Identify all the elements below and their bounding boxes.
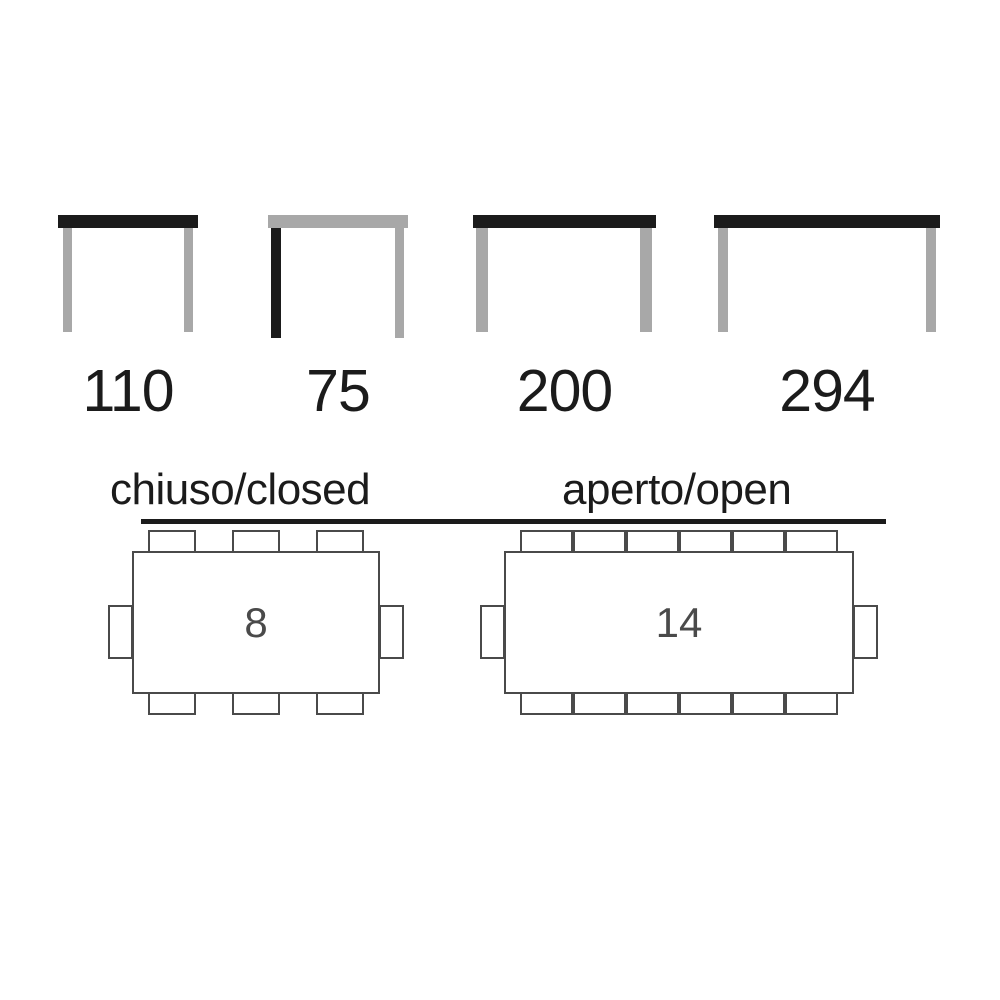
plan-open: 14 [480, 530, 900, 735]
table-icon-200 [473, 215, 656, 352]
seat-bottom-3 [626, 692, 679, 715]
seat-count-open: 14 [655, 599, 703, 646]
table-leg-right [184, 228, 193, 332]
table-leg-right [926, 228, 936, 332]
dimension-item-110: 110 [58, 215, 198, 430]
caption-open: aperto/open [562, 465, 792, 514]
table-surface-closed [132, 551, 380, 694]
seat-top-6 [785, 530, 838, 553]
table-icon-110 [58, 215, 198, 352]
seat-top-1 [520, 530, 573, 553]
table-icon-75 [268, 215, 408, 352]
table-top-bar [473, 215, 656, 228]
seat-bottom-2 [573, 692, 626, 715]
seat-bottom-5 [732, 692, 785, 715]
table-surface-open [504, 551, 854, 694]
seat-bottom-1 [520, 692, 573, 715]
table-leg-left [63, 228, 72, 332]
seat-top-4 [679, 530, 732, 553]
seat-top-5 [732, 530, 785, 553]
caption-closed: chiuso/closed [110, 465, 371, 514]
seat-left-1 [480, 605, 505, 659]
table-icon-294 [714, 215, 940, 352]
dimension-label-110: 110 [82, 358, 174, 424]
table-leg-right [395, 228, 404, 338]
dimension-label-294: 294 [779, 358, 875, 424]
dimension-label-200: 200 [516, 358, 613, 424]
dimension-icon-row: 110 75 200 [0, 215, 1000, 430]
table-leg-left [271, 228, 281, 338]
plan-closed: 8 [108, 530, 428, 735]
dimension-item-294: 294 [714, 215, 940, 430]
table-leg-left [718, 228, 728, 332]
dimension-item-200: 200 [473, 215, 656, 430]
seat-bottom-2 [232, 692, 280, 715]
table-leg-left [476, 228, 488, 332]
table-top-bar [714, 215, 940, 228]
seat-top-2 [573, 530, 626, 553]
table-top-bar [268, 215, 408, 228]
dimension-item-75: 75 [268, 215, 408, 430]
seat-bottom-1 [148, 692, 196, 715]
seat-left-1 [108, 605, 133, 659]
table-top-bar [58, 215, 198, 228]
seat-count-closed: 8 [244, 599, 268, 646]
seat-top-3 [626, 530, 679, 553]
seat-top-1 [148, 530, 196, 553]
seat-bottom-6 [785, 692, 838, 715]
horizontal-divider-rule [141, 519, 886, 524]
seat-bottom-3 [316, 692, 364, 715]
seat-top-2 [232, 530, 280, 553]
seat-bottom-4 [679, 692, 732, 715]
table-leg-right [640, 228, 652, 332]
seat-top-3 [316, 530, 364, 553]
seat-right-1 [853, 605, 878, 659]
seat-right-1 [379, 605, 404, 659]
dimension-label-75: 75 [306, 358, 371, 424]
